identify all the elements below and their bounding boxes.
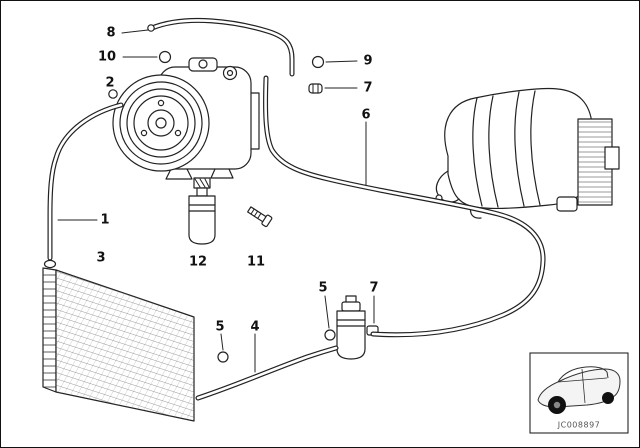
callout-12[interactable]: 12 [188, 254, 208, 270]
bolt-11 [247, 206, 273, 228]
callout-5-right[interactable]: 5 [318, 280, 328, 296]
callout-10[interactable]: 10 [97, 49, 117, 65]
hose-1 [43, 102, 124, 269]
drier-cartridge-12 [188, 177, 216, 245]
condenser [42, 267, 195, 422]
o-ring-10 [158, 50, 172, 64]
callout-7-bottom[interactable]: 7 [369, 280, 379, 296]
car-icon [537, 366, 621, 414]
hose-6 [263, 75, 546, 338]
o-ring-5-right [324, 329, 336, 341]
callout-1[interactable]: 1 [100, 212, 110, 228]
callout-6[interactable]: 6 [361, 107, 371, 123]
callout-5-left[interactable]: 5 [215, 319, 225, 335]
o-ring-9 [311, 55, 325, 69]
hose-8 [147, 17, 295, 77]
callout-2[interactable]: 2 [105, 75, 115, 91]
fitting-7-top [308, 83, 323, 94]
hose-4 [195, 345, 339, 401]
callout-7-top[interactable]: 7 [363, 80, 373, 96]
evaporator-unit [435, 87, 620, 219]
callout-3[interactable]: 3 [96, 250, 106, 266]
callout-4[interactable]: 4 [250, 319, 260, 335]
callout-9[interactable]: 9 [363, 53, 373, 69]
vehicle-thumbnail [529, 352, 629, 434]
compressor [112, 57, 260, 180]
diagram-part-code: JC008897 [557, 420, 601, 430]
o-ring-5-left [217, 351, 229, 363]
callout-8[interactable]: 8 [106, 25, 116, 41]
callout-leader-lines [57, 29, 375, 373]
callout-11[interactable]: 11 [246, 254, 266, 270]
receiver-drier [336, 295, 366, 360]
o-ring-2 [108, 89, 118, 99]
